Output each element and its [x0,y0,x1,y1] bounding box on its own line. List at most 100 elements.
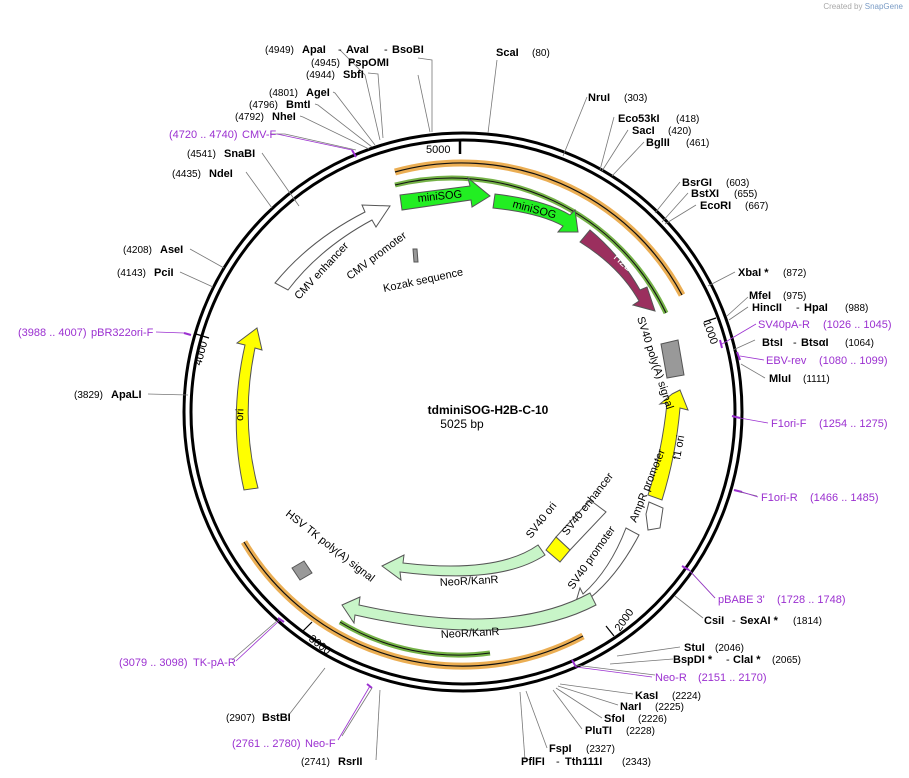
enzyme-pos-apai: (4949) [265,45,294,56]
enzyme-pos-scai: (80) [532,48,550,59]
primer-range-pbr322ori-f: (3988 .. 4007) [18,327,87,339]
tick-5000: 5000 [426,144,450,156]
enzyme-pos-asei: (4208) [123,245,152,256]
enzyme-sep-7: - [556,756,560,768]
primer-labels: (4720 .. 4740) CMV-F (3988 .. 4007) pBR3… [18,129,892,750]
enzyme-agei: AgeI [306,87,330,99]
feature-label-sv40-ori: SV40 ori [524,500,559,541]
enzyme-pos-pcii: (4143) [117,268,146,279]
enzyme-labels: (4949) ApaI - AvaI - BsoBI (4945) PspOMI… [74,44,874,768]
enzyme-fspi: FspI [549,743,572,755]
enzyme-btsai: BtsαI [801,337,829,349]
enzyme-pos-xbai: (872) [783,268,806,279]
enzyme-bsobi: BsoBI [392,44,424,56]
enzyme-xbai: XbaI * [738,267,769,279]
enzyme-pos-nari: (2225) [655,702,684,713]
plasmid-name: tdminiSOG-H2B-C-10 [428,403,549,417]
primer-pbabe3: pBABE 3' [718,594,765,606]
enzyme-rsrii: RsrII [338,756,362,768]
primer-cmv-f: CMV-F [242,129,277,141]
enzyme-pos-sfoi: (2226) [638,714,667,725]
enzyme-pos-snabi: (4541) [187,149,216,160]
primer-f1ori-f: F1ori-F [771,418,807,430]
tick-2000: 2000 [613,607,637,634]
primer-leaders [155,133,769,741]
feature-label-cmv-promoter: CMV promoter [345,230,410,283]
f1-ori-arrow [647,389,689,501]
enzyme-pflfi: PflFI [521,756,545,768]
enzyme-sep-3: - [796,302,800,314]
primer-range-neo-r: (2151 .. 2170) [698,672,767,684]
feature-label-minisog-1: miniSOG [417,188,463,205]
enzyme-saci: SacI [632,125,655,137]
minisog-arrow-1 [399,176,491,211]
enzyme-pos-rsrii: (2741) [301,757,330,768]
enzyme-pos-stui: (2046) [715,643,744,654]
primer-ebv-rev: EBV-rev [766,355,807,367]
enzyme-pos-kasi: (2224) [672,691,701,702]
enzyme-pos-apali: (3829) [74,390,103,401]
primer-range-tk-pa-r: (3079 .. 3098) [119,657,188,669]
enzyme-csii: CsiI [704,615,724,627]
feature-label-neo-1: NeoR/KanR [440,574,499,589]
enzyme-mfei: MfeI [749,290,771,302]
sv40-ori-box [545,536,571,563]
enzyme-ndei: NdeI [209,168,233,180]
enzyme-sbfi: SbfI [343,69,364,81]
enzyme-bspdi: BspDI * [673,654,713,666]
tick-1000: 1000 [700,319,720,346]
enzyme-sep-1: - [338,44,342,56]
enzyme-pos-ecori: (667) [745,201,768,212]
enzyme-pos-bglii: (461) [686,138,709,149]
enzyme-pos-hpai: (988) [845,303,868,314]
minisog-arrow-2 [492,193,579,233]
enzyme-pos-bstbi: (2907) [226,713,255,724]
enzyme-pluti: PluTI [585,725,612,737]
primer-neo-r: Neo-R [655,672,687,684]
cmv-enhancer-arrow [274,204,391,291]
enzyme-sep-6: - [726,654,730,666]
enzyme-pos-fspi: (2327) [586,744,615,755]
leader-lines [147,49,766,761]
feature-label-ori: ori [234,408,246,421]
enzyme-pos-bstxi: (655) [734,189,757,200]
enzyme-pos-sexai: (1814) [793,616,822,627]
credit-prefix: Created by [823,2,863,11]
feature-label-neo-2: NeoR/KanR [441,626,500,641]
kozak-box [412,248,419,263]
enzyme-nhei: NheI [272,111,296,123]
sv40-polya-box [660,339,685,379]
primer-range-neo-f: (2761 .. 2780) [232,738,301,750]
tick-4000: 4000 [192,340,210,367]
feature-arrows [235,176,689,631]
enzyme-asei: AseI [160,244,183,256]
enzyme-stui: StuI [684,642,705,654]
ampr-promoter-arrow [645,501,664,531]
enzyme-pos-tth111i: (2343) [622,757,651,768]
primer-neo-f: Neo-F [305,738,336,750]
enzyme-pos-bsrgi: (603) [726,178,749,189]
feature-label-f1ori: f1 ori [671,434,687,460]
primer-f1ori-r: F1ori-R [761,492,798,504]
enzyme-sep-4: - [793,337,797,349]
enzyme-nrui: NruI [588,92,610,104]
enzyme-mlui: MluI [769,373,791,385]
backbone-outer [182,131,744,693]
primer-range-ebv-rev: (1080 .. 1099) [819,355,888,367]
enzyme-clai: ClaI * [733,654,761,666]
enzyme-pos-pluti: (2228) [626,726,655,737]
enzyme-avai: AvaI [346,44,369,56]
enzyme-bmti: BmtI [286,99,310,111]
tick-marks [195,140,717,637]
primer-range-sv40pa-r: (1026 .. 1045) [823,319,892,331]
enzyme-ecori: EcoRI [700,200,731,212]
enzyme-snabi: SnaBI [224,148,255,160]
primer-range-f1ori-f: (1254 .. 1275) [819,418,888,430]
enzyme-bstxi: BstXI [691,188,719,200]
neo-arrow-1 [381,544,546,582]
feature-label-kozak: Kozak sequence [382,266,464,295]
enzyme-sfoi: SfoI [604,713,625,725]
h2b-arrow [579,229,656,312]
enzyme-pos-nhei: (4792) [235,112,264,123]
